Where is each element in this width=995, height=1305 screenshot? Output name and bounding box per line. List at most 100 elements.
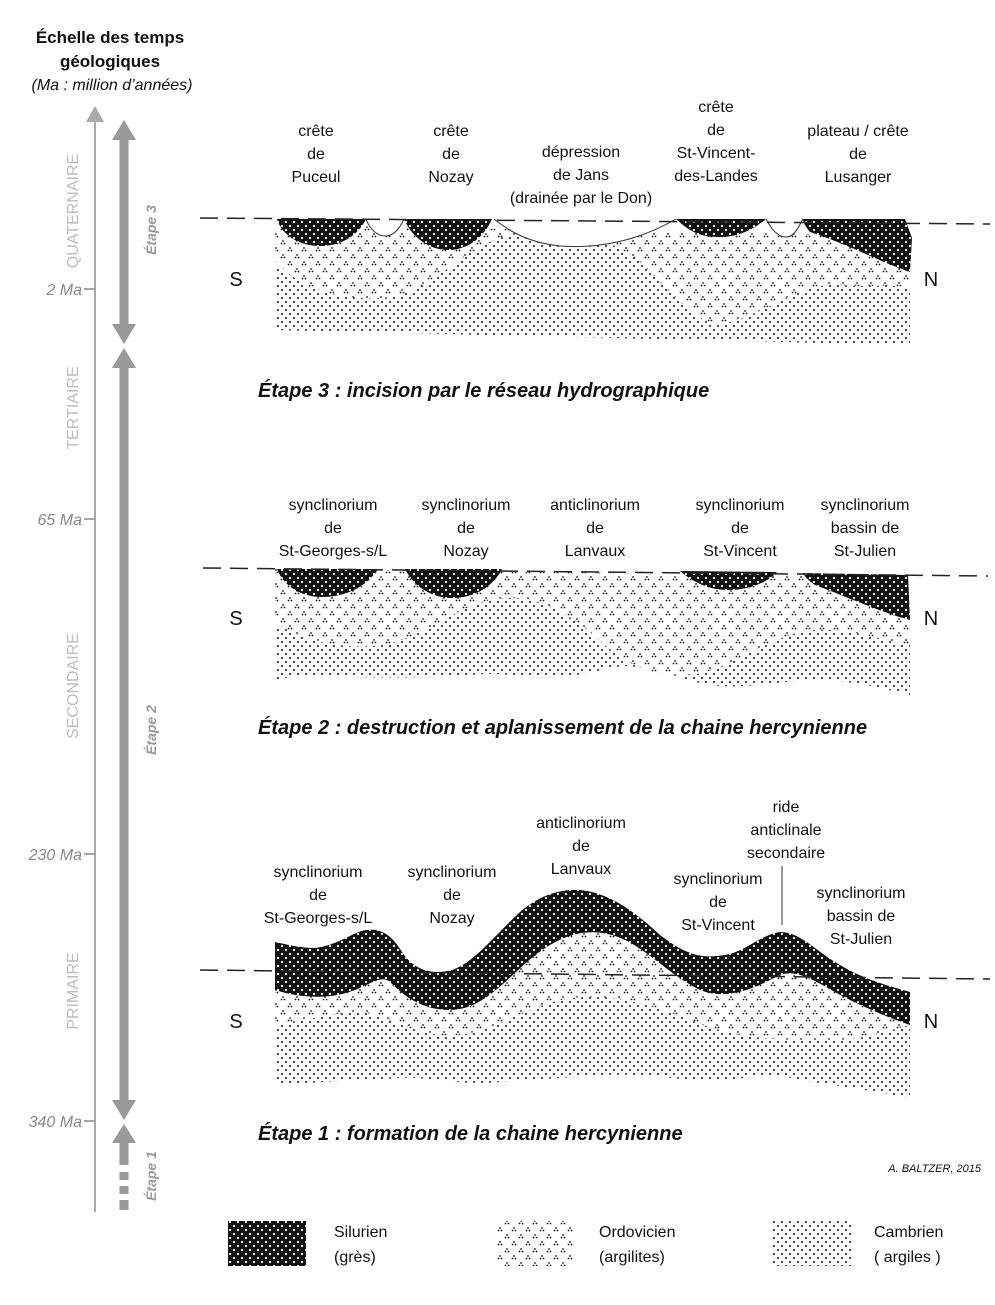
legend-silurien-name: Silurien bbox=[334, 1224, 387, 1241]
stage2-label-stgeorges-l2: de bbox=[324, 520, 342, 537]
stage3-north: N bbox=[924, 269, 938, 291]
stage2-label-nozay-l3: Nozay bbox=[443, 543, 488, 560]
timescale-header: Échelle des temps géologiques (Ma : mill… bbox=[32, 28, 193, 94]
legend-ordovicien-desc: (argilites) bbox=[599, 1249, 665, 1266]
stage2-label-stjulien-l1: synclinorium bbox=[821, 497, 910, 514]
age-2ma: 2 Ma bbox=[45, 282, 82, 299]
stage2-title: Étape 2 : destruction et aplanissement d… bbox=[258, 716, 867, 739]
stage1-label-ride-l2: anticlinale bbox=[750, 822, 821, 839]
stage2-label-stvincent-l3: St-Vincent bbox=[703, 543, 777, 560]
stage1-ordovicien-layer bbox=[275, 932, 910, 1041]
stage1-label-stjulien-l2: bassin de bbox=[827, 908, 896, 925]
stage3-label-nozay-l2: de bbox=[442, 146, 460, 163]
stage3-south: S bbox=[229, 269, 242, 291]
stage1-surface-line bbox=[199, 969, 991, 980]
stage3-title: Étape 3 : incision par le réseau hydrogr… bbox=[258, 379, 709, 402]
stage1-cross-section: S N synclinorium de St-Georges-s/L syncl… bbox=[199, 799, 991, 1145]
legend-swatch-ordovicien bbox=[496, 1221, 574, 1266]
timescale-title-line1: Échelle des temps bbox=[36, 28, 184, 47]
stage2-label-stgeorges-l1: synclinorium bbox=[289, 497, 378, 514]
stage3-labels: crête de Puceul crête de Nozay dépressio… bbox=[292, 99, 909, 207]
stage1-label-ride-l1: ride bbox=[773, 799, 800, 816]
era-primaire: PRIMAIRE bbox=[65, 952, 82, 1029]
stage3-label-jans-l3: (drainée par le Don) bbox=[510, 190, 652, 207]
stage3-label-stvincent-l4: des-Landes bbox=[674, 168, 758, 185]
stage1-title: Étape 1 : formation de la chaine hercyni… bbox=[258, 1122, 683, 1145]
step2-arrow-bottom bbox=[112, 1100, 136, 1120]
stage2-label-lanvaux-l3: Lanvaux bbox=[565, 543, 626, 560]
stage2-silurien-nozay bbox=[405, 569, 502, 598]
stage3-valley-1 bbox=[365, 219, 405, 237]
stage2-labels: synclinorium de St-Georges-s/L synclinor… bbox=[279, 497, 910, 560]
step3-arrow-bottom bbox=[112, 324, 136, 344]
legend-cambrien-desc: ( argiles ) bbox=[874, 1249, 941, 1266]
stage2-label-stvincent-l2: de bbox=[731, 520, 749, 537]
stage3-label-stvincent-l2: de bbox=[707, 122, 725, 139]
step3-label: Étape 3 bbox=[143, 205, 159, 255]
era-tertiaire: TERTIAIRE bbox=[65, 366, 82, 449]
step1-label: Étape 1 bbox=[143, 1151, 159, 1201]
stage3-ordovicien-layer bbox=[275, 225, 910, 324]
step1-arrow-top bbox=[112, 1124, 136, 1143]
stage2-ordovicien-layer bbox=[275, 569, 910, 676]
stage3-label-puceul-l1: crête bbox=[298, 123, 334, 140]
stage3-label-jans-l2: de Jans bbox=[553, 167, 609, 184]
age-230ma: 230 Ma bbox=[28, 847, 82, 864]
stage2-south: S bbox=[229, 608, 242, 630]
stage1-label-nozay-l3: Nozay bbox=[429, 910, 474, 927]
stage2-silurien-stvincent bbox=[680, 571, 777, 590]
stage3-label-lusanger-l3: Lusanger bbox=[825, 169, 892, 186]
stage3-label-puceul-l2: de bbox=[307, 146, 325, 163]
stage1-label-lanvaux-l1: anticlinorium bbox=[536, 815, 626, 832]
stage1-label-stgeorges-l1: synclinorium bbox=[274, 864, 363, 881]
legend: Silurien (grès) Ordovicien (argilites) C… bbox=[228, 1221, 943, 1266]
stage1-label-nozay-l2: de bbox=[443, 887, 461, 904]
stage3-label-nozay-l3: Nozay bbox=[428, 169, 473, 186]
stage3-cross-section: S N crête de Puceul crête de Nozay dépre… bbox=[199, 99, 991, 402]
stage3-depression-jans bbox=[493, 219, 677, 247]
stage3-label-stvincent-l3: St-Vincent- bbox=[677, 145, 756, 162]
stage1-label-stvincent-l3: St-Vincent bbox=[681, 917, 755, 934]
stage1-north: N bbox=[924, 1011, 938, 1033]
stage1-label-lanvaux-l3: Lanvaux bbox=[551, 861, 612, 878]
stage2-label-lanvaux-l1: anticlinorium bbox=[550, 497, 640, 514]
stage3-silurien-nozay bbox=[404, 219, 492, 250]
step2-arrow-top bbox=[112, 348, 136, 368]
stage1-silurien-layer bbox=[275, 889, 910, 1025]
step2-label: Étape 2 bbox=[143, 705, 159, 755]
stage1-label-stvincent-l1: synclinorium bbox=[674, 871, 763, 888]
age-340ma: 340 Ma bbox=[29, 1114, 82, 1131]
stage3-silurien-stvincent bbox=[676, 219, 766, 237]
stage2-label-stjulien-l2: bassin de bbox=[831, 520, 900, 537]
author-credit: A. BALTZER, 2015 bbox=[887, 1163, 982, 1175]
era-quaternaire: QUATERNAIRE bbox=[65, 154, 82, 268]
stage1-label-stgeorges-l3: St-Georges-s/L bbox=[264, 910, 373, 927]
stage1-label-ride-l3: secondaire bbox=[747, 845, 825, 862]
stage3-label-stvincent-l1: crête bbox=[698, 99, 734, 116]
stage2-label-stgeorges-l3: St-Georges-s/L bbox=[279, 543, 388, 560]
stage1-label-stvincent-l2: de bbox=[709, 894, 727, 911]
timescale-title-line2: géologiques bbox=[60, 52, 160, 71]
step-arrows: Étape 3 Étape 2 Étape 1 bbox=[112, 120, 159, 1210]
age-65ma: 65 Ma bbox=[38, 512, 83, 529]
stage3-label-jans-l1: dépression bbox=[542, 144, 620, 161]
stage2-silurien-stjulien bbox=[803, 573, 910, 620]
stage2-north: N bbox=[924, 608, 938, 630]
era-secondaire: SECONDAIRE bbox=[65, 633, 82, 739]
step3-arrow-top bbox=[112, 120, 136, 140]
stage3-cambrien-layer bbox=[275, 231, 910, 345]
stage2-label-nozay-l1: synclinorium bbox=[422, 497, 511, 514]
stage3-valley-2 bbox=[765, 219, 804, 238]
legend-swatch-silurien bbox=[228, 1221, 306, 1266]
stage1-south: S bbox=[229, 1011, 242, 1033]
stage2-label-lanvaux-l2: de bbox=[586, 520, 604, 537]
stage2-label-stjulien-l3: St-Julien bbox=[834, 543, 896, 560]
stage3-label-lusanger-l2: de bbox=[849, 146, 867, 163]
legend-silurien-desc: (grès) bbox=[334, 1249, 376, 1266]
stage3-label-puceul-l3: Puceul bbox=[292, 169, 341, 186]
stage3-label-lusanger-l1: plateau / crête bbox=[807, 123, 909, 140]
stage1-labels: synclinorium de St-Georges-s/L synclinor… bbox=[264, 799, 906, 948]
legend-swatch-cambrien bbox=[773, 1221, 851, 1266]
stage1-label-stgeorges-l2: de bbox=[309, 887, 327, 904]
